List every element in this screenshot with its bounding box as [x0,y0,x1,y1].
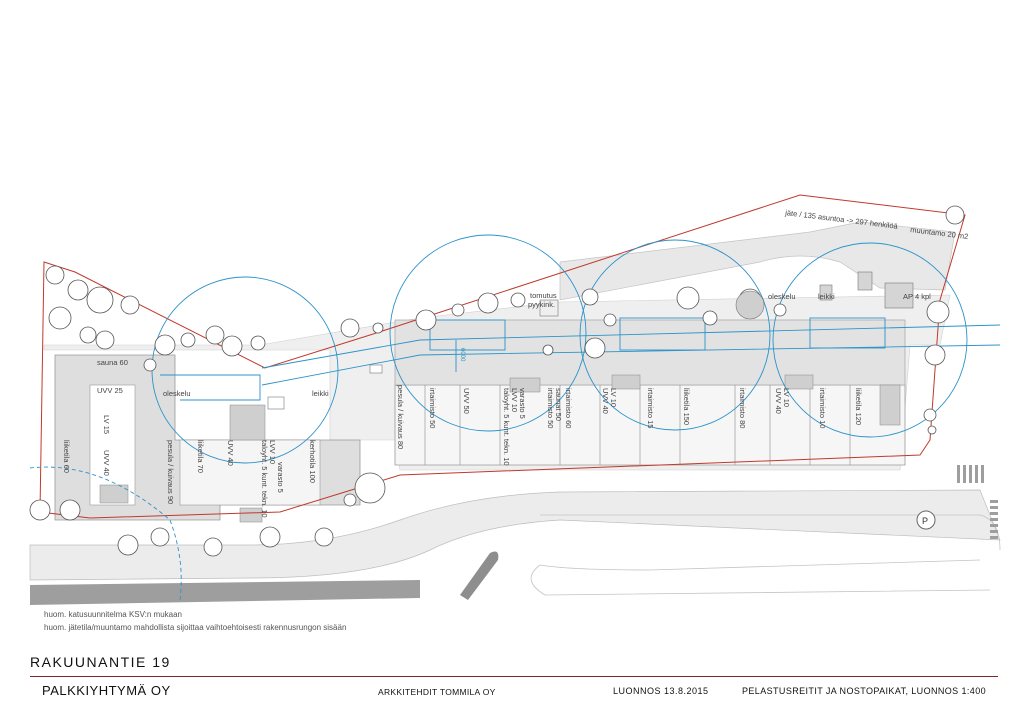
label-irtaimisto15: irtaimisto 15 [646,388,655,428]
label-liiketila70: liiketila 70 [196,440,205,473]
label-uvv40a: UVV 40 [102,450,111,476]
parking-row [530,564,991,596]
label-oleskelu-right: oleskelu [768,292,796,301]
title-block: RAKUUNANTIE 19 PALKKIYHTYMÄ OY ARKKITEHD… [0,640,1024,720]
label-uvv40c: UVV 40 [601,388,610,414]
stair-west-3 [239,507,263,523]
building-east-frame [394,319,906,386]
label-leikki-left: leikki [312,389,329,398]
label-uvv40d: UVV 40 [774,388,783,414]
building-west-core [179,439,321,506]
label-lvv10a: LVV 10 [268,440,277,464]
stair-east-4 [879,384,901,426]
label-irtaimisto80: irtaimisto 80 [738,388,747,428]
label-leikki-right: leikki [818,292,835,301]
stair-east-3 [784,374,814,390]
label-irtaimisto10: irtaimisto 10 [818,388,827,428]
label-lv10b: LV 10 [782,388,791,407]
label-dimension: 6000 [459,348,465,362]
draft-date: LUONNOS 13.8.2015 [613,686,709,696]
upper-road [559,221,956,301]
label-lv10a: LV 10 [609,388,618,407]
architect-name: ARKKITEHDIT TOMMILA OY [378,687,496,697]
sheet-title: PELASTUSREITIT JA NOSTOPAIKAT, LUONNOS 1… [742,686,987,696]
street-strip [30,580,420,605]
project-title: RAKUUNANTIE 19 [30,654,171,670]
label-tomutus: tomutus [530,291,557,300]
parking-island [460,551,499,600]
note-waste-room: huom. jätetila/muuntamo mahdollista sijo… [44,623,346,632]
label-taloyht-kunt: taloyht. 5 kunt. tekn. 10 [502,388,511,466]
label-liiketila150: liiketila 150 [682,388,691,425]
label-liiketila120: liiketila 120 [854,388,863,425]
label-pyykink: pyykink. [528,300,555,309]
label-irtaimisto60: irtaimisto 60 [564,388,573,428]
svg-text:P: P [922,516,928,526]
label-lv15: LV 15 [102,415,111,434]
trees [29,205,965,557]
label-uvv40b: UVV 40 [226,440,235,466]
label-taloyhtio: taloyht. 5 kunt. tekn. 10 [260,440,269,518]
road-area [29,489,1001,581]
rescue-routes [160,317,1001,401]
label-irtaimisto50: irtaimisto 50 [428,388,437,428]
stair-west [229,404,266,441]
label-uvv25: UVV 25 [97,386,123,395]
label-pesula80: pesula / kuivaus 80 [396,385,405,449]
client-name: PALKKIYHTYMÄ OY [42,683,171,698]
label-pesula90: pesula / kuivaus 90 [166,440,175,504]
building-east-walls [424,385,851,465]
parking-sign [916,510,936,530]
crosswalk [957,465,998,539]
label-uvv50: UVV 50 [462,388,471,414]
label-irtaimisto50b: irtaimisto 50 [546,388,555,428]
stair-east-2 [611,374,641,390]
label-liiketila60: liiketila 60 [62,440,71,473]
label-varasto5: varasto 5 [518,388,527,419]
label-saunat50: saunat 50 [554,388,563,421]
site-boundary [39,194,966,519]
label-ap: AP 4 kpl [903,292,931,301]
label-lvv-varasto: varasto 5 [276,462,285,493]
outdoor-equipment [267,271,914,410]
label-kerhotila: kerhotila 100 [308,440,317,483]
stair-east-1 [509,377,541,393]
label-sauna: sauna 60 [97,358,128,367]
title-rule [30,676,998,677]
stair-west-2 [99,484,129,504]
note-street-plan: huom. katusuunnitelma KSV:n mukaan [44,610,182,619]
label-lvv10b: LVV 10 [510,388,519,412]
label-oleskelu-left: oleskelu [163,389,191,398]
